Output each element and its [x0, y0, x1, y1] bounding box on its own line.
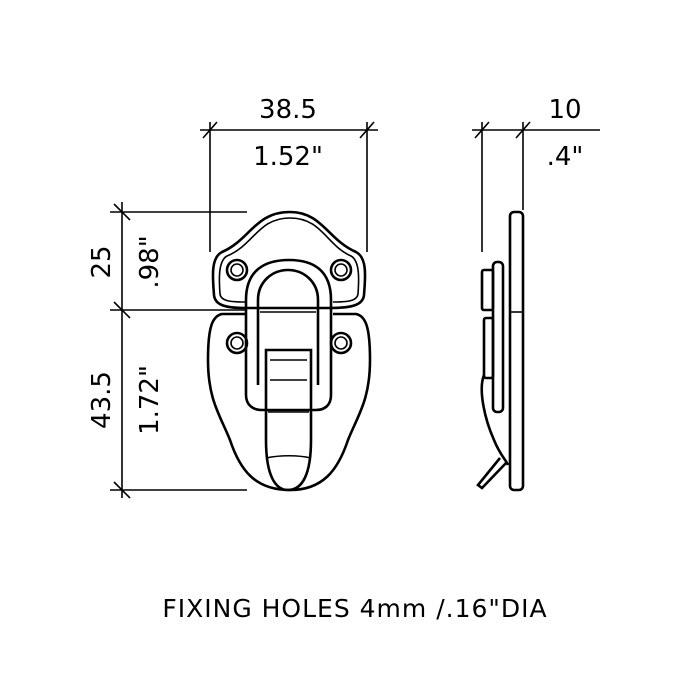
depth-dimension: 10 .4"	[472, 95, 600, 252]
depth-mm-label: 10	[548, 95, 581, 125]
latch-side-view	[476, 210, 525, 492]
width-in-label: 1.52"	[253, 142, 323, 172]
depth-in-label: .4"	[547, 142, 584, 172]
height-dimension: 25 .98" 43.5 1.72"	[87, 202, 247, 499]
top-height-mm-label: 25	[87, 245, 117, 278]
width-mm-label: 38.5	[259, 95, 317, 125]
bottom-height-in-label: 1.72"	[135, 365, 165, 435]
top-height-in-label: .98"	[135, 235, 165, 288]
fixing-holes-caption: FIXING HOLES 4mm /.16"DIA	[162, 594, 547, 623]
latch-front-view	[206, 210, 372, 492]
bottom-height-mm-label: 43.5	[87, 371, 117, 429]
width-dimension: 38.5 1.52"	[200, 95, 378, 252]
